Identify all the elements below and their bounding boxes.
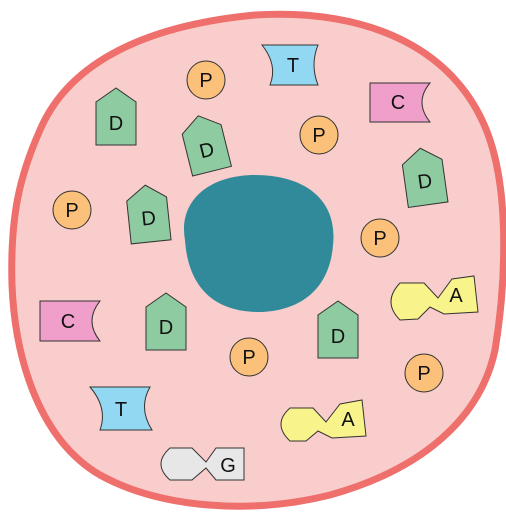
cytosine-label: C — [61, 311, 75, 333]
phosphate-5: P — [230, 338, 268, 376]
phosphate-label: P — [65, 200, 78, 222]
guanine-label: G — [220, 455, 236, 477]
phosphate-4: P — [361, 219, 399, 257]
phosphate-label: P — [373, 228, 386, 250]
deoxyribose-label: D — [331, 326, 345, 348]
cytosine-label: C — [391, 92, 405, 114]
adenine-label: A — [449, 285, 463, 307]
phosphate-label: P — [199, 70, 212, 92]
cytosine-2: C — [40, 301, 100, 341]
deoxyribose-label: D — [109, 113, 123, 135]
deoxyribose-label: D — [140, 207, 157, 230]
thymine-label: T — [115, 399, 127, 421]
deoxyribose-label: D — [416, 170, 433, 194]
nucleus — [184, 175, 333, 312]
thymine-label: T — [287, 55, 299, 77]
phosphate-label: P — [417, 363, 430, 385]
adenine-label: A — [341, 409, 355, 431]
phosphate-label: P — [312, 125, 325, 147]
phosphate-label: P — [242, 347, 255, 369]
phosphate-6: P — [405, 354, 443, 392]
phosphate-3: P — [53, 191, 91, 229]
cytosine-1: C — [370, 83, 430, 122]
deoxyribose-label: D — [159, 317, 173, 339]
phosphate-1: P — [187, 61, 225, 99]
phosphate-2: P — [300, 116, 338, 154]
